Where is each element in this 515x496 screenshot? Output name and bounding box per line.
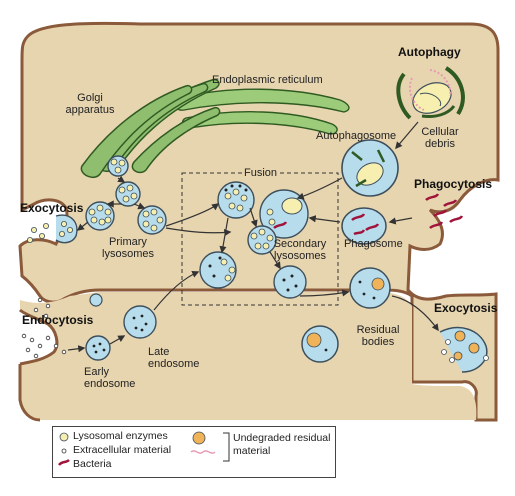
label-primary: Primary	[109, 236, 147, 248]
label-early: Early	[84, 366, 110, 378]
small-vesicle	[89, 293, 103, 307]
legend-enzyme-icon	[59, 432, 69, 442]
legend-bacteria-icon	[58, 459, 70, 466]
exocytosis-left-vesicle	[26, 214, 78, 244]
legend-residual-icon	[192, 431, 206, 445]
legend-bracket	[223, 432, 230, 462]
label-autophagosome: Autophagosome	[316, 130, 397, 142]
fusion-debris	[281, 197, 303, 215]
autophagy-cluster	[396, 66, 465, 120]
label-cellular: Cellular	[421, 126, 459, 138]
label-late: Late	[148, 346, 170, 358]
residual-bodies	[301, 267, 391, 363]
late-endosome	[123, 305, 157, 339]
legend-lysosomal-enzymes: Lysosomal enzymes	[73, 430, 168, 442]
enzyme-dots-primary	[88, 158, 164, 232]
label-late-endosome: endosome	[148, 358, 200, 370]
phagocytosis-bacteria	[425, 193, 464, 229]
label-phagosome: Phagosome	[344, 238, 403, 250]
legend-symbols	[58, 431, 230, 466]
label-early-endosome: endosome	[84, 378, 136, 390]
legend-extracellular-icon	[61, 448, 67, 454]
fusion-dark-dots	[208, 184, 298, 292]
label-secondary-lysosomes: lysosomes	[274, 250, 326, 262]
phagosome	[341, 207, 387, 245]
label-debris: debris	[425, 138, 455, 150]
legend-bacteria: Bacteria	[73, 458, 112, 470]
early-endosome	[85, 335, 111, 361]
legend-extracellular-material: Extracellular material	[73, 444, 172, 456]
label-fusion: Fusion	[242, 167, 280, 179]
legend-undegraded: Undegraded residual	[233, 432, 331, 444]
label-exocytosis-right: Exocytosis	[434, 301, 498, 315]
label-endoplasmic-reticulum: Endoplasmic reticulum	[212, 74, 323, 86]
label-primary-lysosomes: lysosomes	[102, 248, 154, 260]
label-residual-bodies: bodies	[361, 336, 395, 348]
label-golgi: Golgi	[77, 92, 103, 104]
label-autophagy: Autophagy	[398, 45, 461, 59]
label-secondary: Secondary	[273, 238, 327, 250]
label-phagocytosis: Phagocytosis	[414, 177, 493, 191]
pathway-arrows	[67, 121, 439, 353]
label-endocytosis: Endocytosis	[22, 313, 94, 327]
label-exocytosis-left: Exocytosis	[20, 201, 84, 215]
label-golgi-apparatus: apparatus	[65, 104, 115, 116]
legend-debris-icon	[190, 450, 216, 454]
exocytosis-right-vesicle	[439, 326, 489, 373]
autophagosome	[341, 139, 399, 197]
extracellular-material-dots	[21, 297, 67, 359]
fusion-enzymes	[220, 188, 276, 282]
label-residual: Residual	[356, 324, 400, 336]
legend: Lysosomal enzymes Extracellular material…	[52, 426, 336, 478]
fusion-bacteria	[273, 221, 288, 229]
legend-undegraded-material: material	[233, 445, 271, 457]
